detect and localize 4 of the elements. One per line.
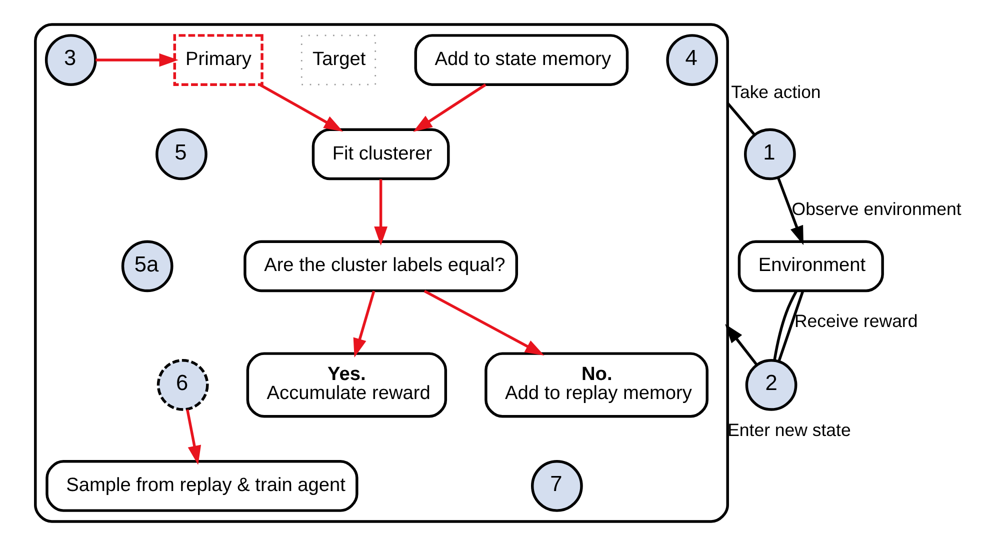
edge-label: Observe environment — [792, 198, 962, 219]
edge-label: Enter new state — [728, 420, 851, 440]
edge-label: Take action — [731, 82, 821, 102]
edge-label: Receive reward — [794, 310, 918, 331]
